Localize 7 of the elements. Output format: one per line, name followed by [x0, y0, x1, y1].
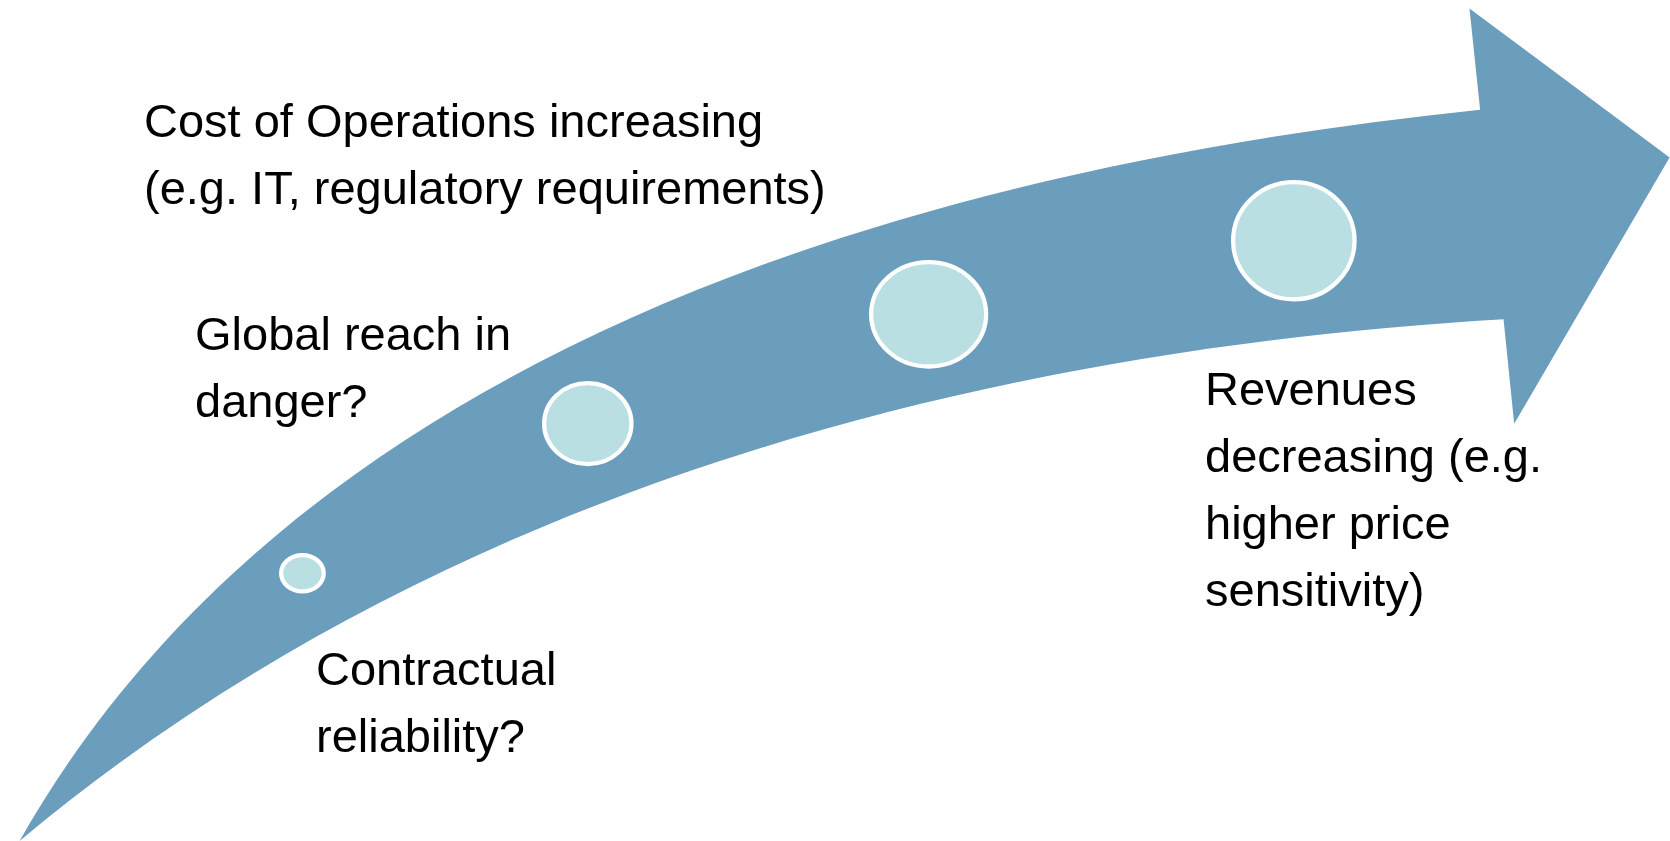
circle-marker [1231, 180, 1357, 302]
circle-marker [542, 381, 634, 467]
annotation-text: Contractual reliability? [316, 641, 558, 764]
annotation-text: Cost of Operations increasing (e.g. IT, regulatory requirements) [144, 93, 827, 216]
circle-marker [869, 259, 989, 369]
annotation-text: Global reach in danger? [195, 306, 513, 429]
annotation-text: Revenues decreasing (e.g. higher price sensitivity) [1205, 361, 1544, 618]
